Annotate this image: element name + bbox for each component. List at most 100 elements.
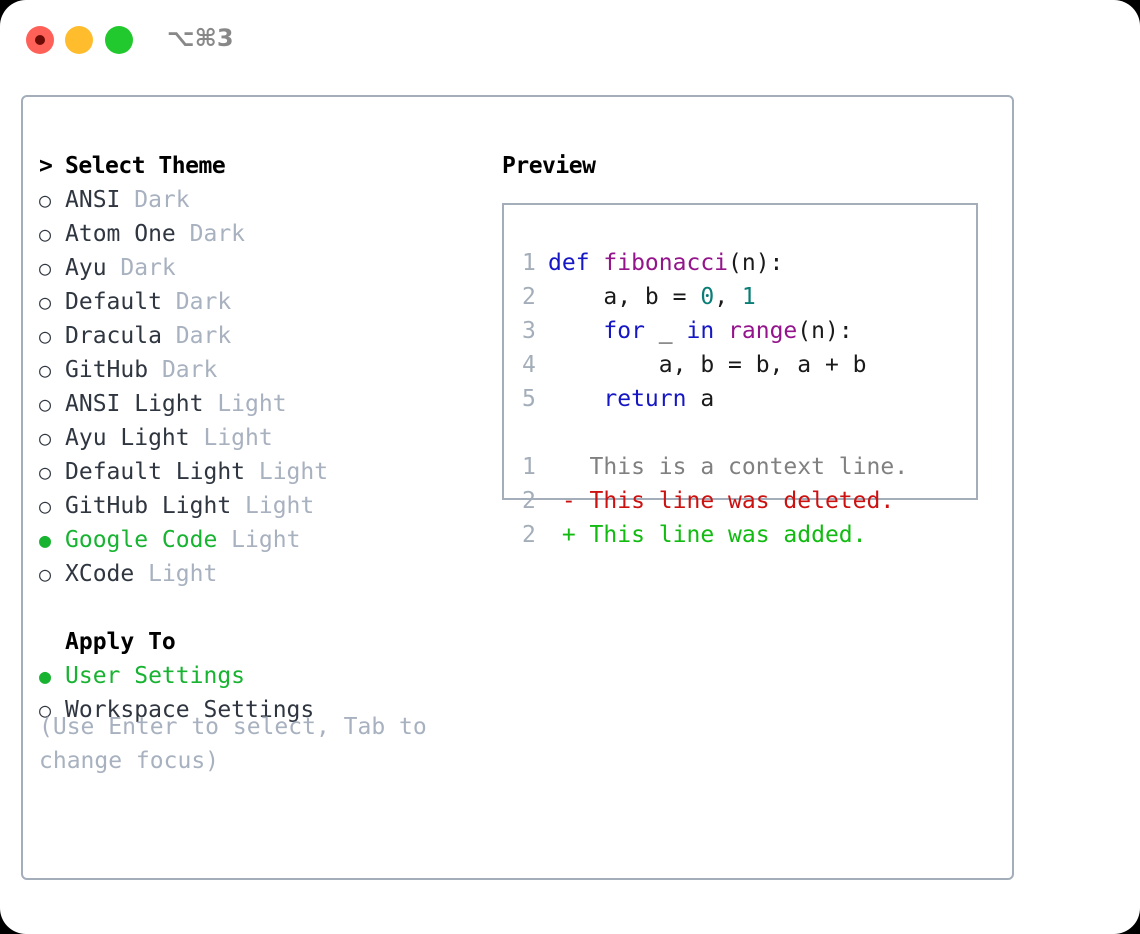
theme-name: GitHub Light <box>65 493 232 519</box>
theme-list-item[interactable]: ○ ANSI Dark <box>39 183 479 217</box>
theme-picker-header: >Select Theme <box>39 149 479 183</box>
radio-unselected-icon[interactable]: ○ <box>39 562 52 586</box>
theme-variant: Dark <box>120 187 190 213</box>
minimize-button[interactable] <box>65 26 93 54</box>
radio-unselected-icon[interactable]: ○ <box>39 222 52 246</box>
theme-list-item[interactable]: ●Google Code Light <box>39 523 479 557</box>
line-number: 2 <box>522 522 536 548</box>
theme-variant: Dark <box>175 221 246 247</box>
apply-to-label: Apply To <box>65 629 176 655</box>
code-token-txt <box>548 318 603 344</box>
main-panel: >Select Theme ○ANSI Dark○Atom One Dark○A… <box>21 95 1014 880</box>
radio-unselected-icon[interactable]: ○ <box>39 358 52 382</box>
theme-name: Default Light <box>65 459 246 485</box>
theme-list-item[interactable]: ○ ANSI Light Light <box>39 387 479 421</box>
maximize-button[interactable] <box>105 26 133 54</box>
apply-to-option[interactable]: ●User Settings <box>39 659 479 693</box>
code-token-kw: for <box>603 318 645 344</box>
code-token-num: 0 <box>700 284 715 310</box>
theme-list-item[interactable]: ○Ayu Dark <box>39 251 479 285</box>
theme-list-item[interactable]: ○ GitHub Dark <box>39 353 479 387</box>
code-token-kw: in <box>686 318 715 344</box>
code-token-num: 1 <box>741 284 756 310</box>
code-token-kw: return <box>603 386 687 412</box>
theme-list-item[interactable]: ○ Atom One Dark <box>39 217 479 251</box>
preview-heading: Preview <box>502 153 596 179</box>
diff-text: This is a context line. <box>575 454 909 480</box>
line-number: 1 <box>522 250 536 276</box>
theme-name: Default <box>65 289 162 315</box>
radio-unselected-icon[interactable]: ○ <box>39 460 52 484</box>
diff-sign <box>548 454 576 480</box>
diff-text: This line was added. <box>575 522 867 548</box>
code-token-txt: (n): <box>728 250 784 276</box>
theme-list-item[interactable]: ○ Dracula Dark <box>39 319 479 353</box>
theme-list-item[interactable]: ○ Default Dark <box>39 285 479 319</box>
theme-list-item[interactable]: ○GitHub Light Light <box>39 489 479 523</box>
theme-name: XCode <box>65 561 135 587</box>
theme-list-item[interactable]: ○ Ayu Light Light <box>39 421 479 455</box>
code-token-txt: a, b = <box>548 284 701 310</box>
theme-variant: Dark <box>148 357 218 383</box>
radio-selected-icon[interactable]: ● <box>39 528 52 552</box>
theme-list: ○ANSI Dark○Atom One Dark○Ayu Dark○Defaul… <box>39 183 479 591</box>
radio-unselected-icon[interactable]: ○ <box>39 290 52 314</box>
code-blank-line <box>522 416 970 450</box>
code-token-txt <box>548 386 603 412</box>
diff-line: 2 - This line was deleted. <box>522 484 970 518</box>
diff-line: 2 + This line was added. <box>522 518 970 552</box>
code-line: 5 return a <box>522 382 970 416</box>
section-spacer <box>39 591 479 625</box>
code-token-txt: _ <box>644 318 687 344</box>
theme-name: ANSI Light <box>65 391 204 417</box>
diff-lines: 1 This is a context line. 2 - This line w… <box>522 450 970 552</box>
theme-name: Ayu Light <box>65 425 190 451</box>
radio-unselected-icon[interactable]: ○ <box>39 426 52 450</box>
diff-sign: + <box>548 522 576 548</box>
theme-variant: Light <box>189 425 273 451</box>
theme-name: Dracula <box>65 323 162 349</box>
code-token-txt <box>714 318 728 344</box>
theme-list-item[interactable]: ○Default Light Light <box>39 455 479 489</box>
theme-variant: Light <box>203 391 287 417</box>
line-number: 5 <box>522 386 536 412</box>
diff-text: This line was deleted. <box>575 488 895 514</box>
theme-name: GitHub <box>65 357 149 383</box>
theme-variant: Dark <box>161 323 232 349</box>
code-line: 2 a, b = 0, 1 <box>522 280 970 314</box>
apply-to-options: ●User Settings ○ Workspace Settings <box>39 659 479 727</box>
theme-list-item[interactable]: ○ XCode Light <box>39 557 479 591</box>
line-number: 2 <box>522 488 536 514</box>
diff-sign: - <box>548 488 576 514</box>
theme-name: Atom One <box>65 221 176 247</box>
radio-unselected-icon[interactable]: ○ <box>39 188 52 212</box>
radio-unselected-icon[interactable]: ○ <box>39 256 52 280</box>
apply-to-option-label: Workspace Settings <box>65 697 315 723</box>
radio-unselected-icon[interactable]: ○ <box>39 392 52 416</box>
code-token-txt: (n): <box>797 318 853 344</box>
prompt-chevron-icon: > <box>39 153 53 179</box>
line-number: 1 <box>522 454 536 480</box>
code-token-fn: range <box>728 318 798 344</box>
code-token-fn: fibonacci <box>603 250 729 276</box>
code-token-txt: a, b = b, a + b <box>548 352 867 378</box>
close-button[interactable] <box>26 26 54 54</box>
apply-to-option[interactable]: ○ Workspace Settings <box>39 693 479 727</box>
line-number: 2 <box>522 284 536 310</box>
line-number: 3 <box>522 318 536 344</box>
radio-unselected-icon[interactable]: ○ <box>39 494 52 518</box>
theme-name: ANSI <box>65 187 121 213</box>
code-token-txt: , <box>714 284 742 310</box>
theme-variant: Light <box>217 527 301 553</box>
radio-unselected-icon[interactable]: ○ <box>39 698 52 722</box>
theme-variant: Dark <box>161 289 232 315</box>
code-token-txt: a <box>686 386 715 412</box>
keyboard-hint: (Use Enter to select, Tab to change focu… <box>39 714 427 774</box>
radio-selected-icon[interactable]: ● <box>39 664 52 688</box>
radio-unselected-icon[interactable]: ○ <box>39 324 52 348</box>
theme-variant: Light <box>134 561 218 587</box>
